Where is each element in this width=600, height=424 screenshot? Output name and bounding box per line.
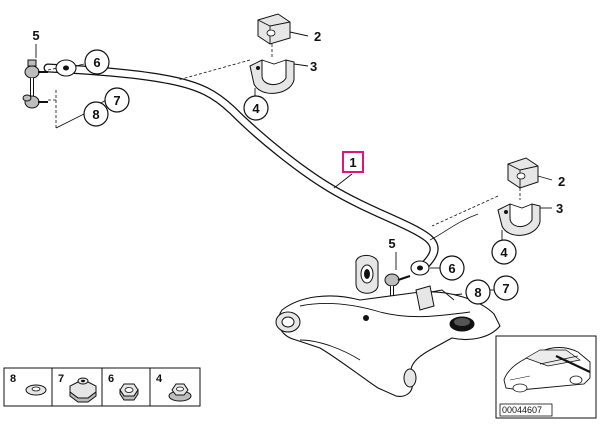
link-ball-joint-icon xyxy=(384,273,411,287)
rubber-bushing-icon xyxy=(257,13,291,45)
svg-text:7: 7 xyxy=(502,281,509,296)
legend-label-7: 7 xyxy=(58,373,64,385)
control-arm xyxy=(275,285,501,397)
legend-label-6: 6 xyxy=(108,373,114,385)
callout-2-right: 2 xyxy=(558,174,565,189)
control-arm-bushing xyxy=(355,255,379,294)
left-bushing-group xyxy=(177,13,309,96)
bushing-bracket-icon xyxy=(249,59,295,94)
bushing-bracket-icon xyxy=(497,203,541,236)
svg-text:4: 4 xyxy=(500,245,508,260)
callout-5-left: 5 xyxy=(32,28,39,43)
rubber-bushing-icon xyxy=(507,157,539,189)
svg-text:6: 6 xyxy=(93,55,100,70)
callout-6-right: 6 xyxy=(439,255,465,281)
callout-8-right: 8 xyxy=(465,279,491,305)
callout-1-label: 1 xyxy=(349,155,356,170)
flange-nut-icon xyxy=(168,383,192,402)
hex-nut-icon xyxy=(119,383,139,401)
fastener-legend: 8 7 6 4 xyxy=(3,367,201,407)
svg-text:8: 8 xyxy=(92,107,99,122)
right-bushing-group xyxy=(431,157,553,240)
callout-4-left: 4 xyxy=(243,95,269,121)
legend-label-8: 8 xyxy=(10,373,16,385)
svg-text:7: 7 xyxy=(113,93,120,108)
callout-1: 1 xyxy=(342,151,364,173)
legend-label-4: 4 xyxy=(156,373,163,385)
callout-3-right: 3 xyxy=(556,201,563,216)
callout-6-left: 6 xyxy=(84,49,110,75)
vehicle-inset: 00044607 xyxy=(495,335,597,419)
link-ball-joint-icon xyxy=(22,94,48,109)
svg-text:8: 8 xyxy=(474,285,481,300)
callout-7-left: 7 xyxy=(104,87,130,113)
stabilizer-bar xyxy=(43,59,479,276)
callout-8-left: 8 xyxy=(83,101,109,127)
callout-4-right: 4 xyxy=(491,239,517,265)
callout-2-left: 2 xyxy=(314,29,321,44)
svg-text:6: 6 xyxy=(448,261,455,276)
car-outline-icon xyxy=(503,347,591,393)
collar-nut-icon xyxy=(69,377,97,403)
left-drop-link xyxy=(22,44,107,129)
diagram-code: 00044607 xyxy=(502,405,542,415)
callout-3-left: 3 xyxy=(310,59,317,74)
link-ball-joint-icon xyxy=(24,59,48,79)
callout-7-right: 7 xyxy=(493,275,519,301)
callout-5-right: 5 xyxy=(388,236,395,251)
washer-icon xyxy=(25,384,47,396)
svg-text:4: 4 xyxy=(252,101,260,116)
